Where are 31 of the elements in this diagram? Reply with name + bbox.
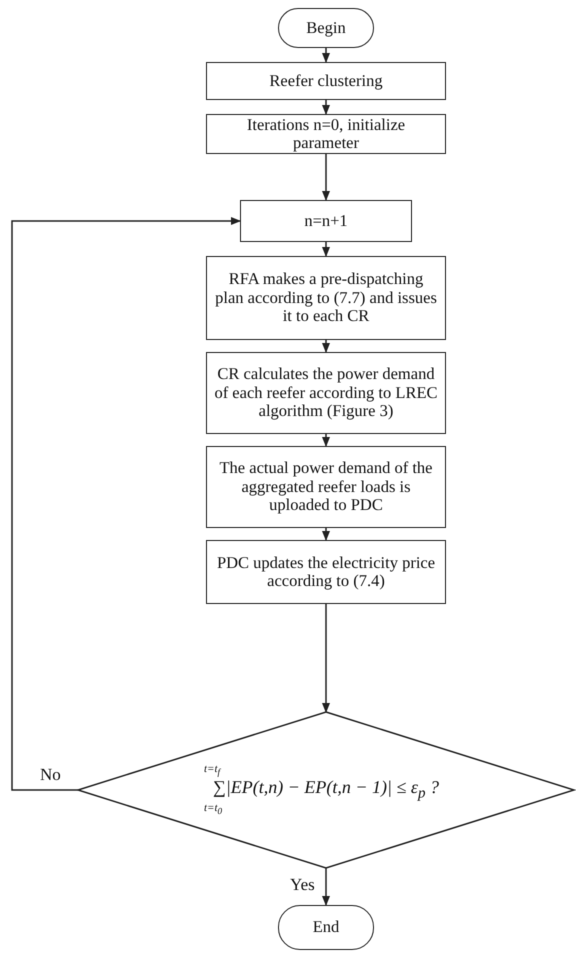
- arrow: [322, 528, 330, 541]
- process-box: [240, 200, 412, 242]
- terminal-pill: [278, 905, 374, 950]
- sum-limit: t=t$_{f}$: [204, 764, 220, 778]
- node-text: Begin: [306, 18, 346, 38]
- sum-limit: t=t$_{0}$: [204, 802, 222, 816]
- process-box: [206, 62, 446, 100]
- terminal-pill: [278, 8, 374, 48]
- node-text: The actual power demand of the aggregated reefer loads is uploaded to PDC: [218, 459, 434, 515]
- arrow: [322, 604, 330, 713]
- process-box: [206, 114, 446, 154]
- node-text: Reefer clustering: [269, 72, 383, 90]
- arrow: [11, 217, 241, 791]
- node-text: End: [312, 918, 340, 937]
- condition-formula: ∑|EP(t,n) − EP(t,n − 1)| ≤ ε$_{p}$ ?: [213, 777, 439, 803]
- arrow: [322, 242, 330, 257]
- arrow: [322, 154, 330, 201]
- process-box: [206, 256, 446, 340]
- process-box: [206, 352, 446, 434]
- arrow: [322, 340, 330, 353]
- node-text: n=n+1: [304, 212, 348, 230]
- process-box: [206, 540, 446, 604]
- node-text: Iterations n=0, initialize parameter: [246, 116, 406, 152]
- arrow: [322, 868, 330, 906]
- node-text: PDC updates the electricity price according to (7.4): [216, 554, 436, 590]
- node-text: CR calculates the power demand of each reefer according to LREC algorithm (Figure 3): [213, 365, 439, 421]
- node-text: RFA makes a pre-dispatching plan according to (7.7) and issues it to each CR: [214, 270, 438, 326]
- process-box: [206, 446, 446, 528]
- arrow: [322, 48, 330, 63]
- arrow: [322, 434, 330, 447]
- arrow: [322, 100, 330, 115]
